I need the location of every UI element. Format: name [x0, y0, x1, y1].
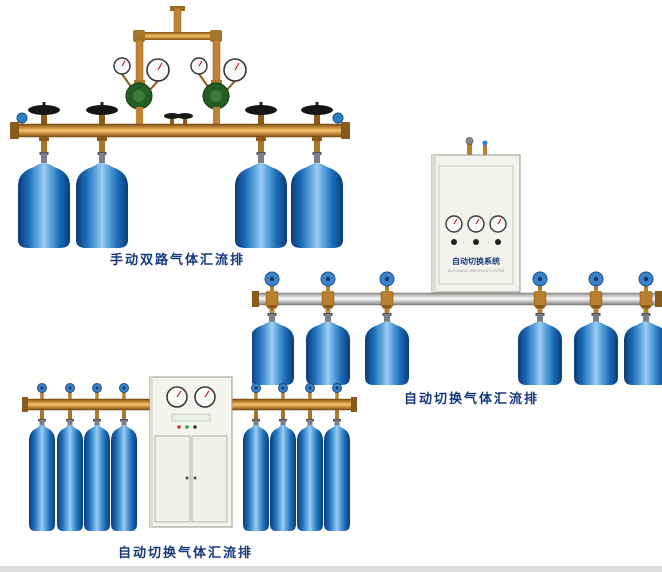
valve-handwheel	[245, 102, 277, 124]
door-handle	[193, 476, 197, 480]
cabinet-title: 自动切换系统	[452, 256, 500, 266]
product-caption-auto-switch-2: 自动切换气体汇流排	[118, 545, 254, 560]
valve-handwheel	[301, 102, 333, 124]
manifold-pipe	[10, 112, 350, 139]
valve-wheel	[264, 271, 280, 292]
shutoff-valves	[28, 102, 333, 124]
indicator-light	[193, 425, 197, 429]
control-knob	[451, 239, 457, 245]
valve-handwheel	[28, 102, 60, 124]
valve-wheel	[92, 383, 102, 399]
valve-wheel	[638, 271, 654, 292]
cylinder-connectors	[267, 305, 651, 315]
gas-cylinder	[297, 419, 323, 531]
valve-wheel	[332, 383, 342, 399]
manual-manifold-illustration	[10, 6, 350, 248]
auto-manifold-illustration: 自动切换系统 AUTOMATIC MANIFOLD SYSTEM	[250, 137, 662, 385]
valve-knob	[164, 113, 180, 124]
gas-cylinder	[324, 419, 350, 531]
gas-cylinder	[18, 152, 70, 248]
end-valve-wheel	[332, 112, 344, 124]
end-valve-wheel	[16, 112, 28, 124]
page-bottom-divider	[0, 566, 662, 572]
product-caption-auto-switch-1: 自动切换气体汇流排	[404, 391, 540, 406]
top-feed-pipe	[133, 6, 222, 85]
product-figure-manual-dual-manifold[interactable]	[8, 6, 352, 255]
gas-cylinder	[365, 313, 409, 385]
valve-wheel	[532, 271, 548, 292]
cylinder-connectors	[40, 410, 339, 420]
product-figure-auto-switch-cabinet[interactable]	[22, 374, 357, 547]
valve-wheel	[65, 383, 75, 399]
valve-wheel	[305, 383, 315, 399]
cabinet-display	[171, 413, 211, 422]
auto-cabinet-illustration	[22, 376, 357, 531]
valve-wheel	[379, 271, 395, 292]
gas-cylinder	[111, 419, 137, 531]
gas-cylinder	[243, 419, 269, 531]
control-knob	[473, 239, 479, 245]
top-fitting-valve	[482, 140, 488, 146]
gas-cylinder	[84, 419, 110, 531]
cabinet-door-left	[154, 435, 191, 523]
gas-cylinder	[29, 419, 55, 531]
valve-wheel	[278, 383, 288, 399]
gas-cylinder	[57, 419, 83, 531]
pressure-regulator-right	[190, 57, 247, 127]
valve-knob	[177, 113, 193, 124]
pressure-regulator-left	[113, 57, 170, 127]
valve-wheel	[37, 383, 47, 399]
indicator-light	[185, 425, 189, 429]
top-fitting-gauge	[465, 137, 474, 145]
control-cabinet	[149, 376, 233, 528]
cylinder-connectors	[39, 137, 322, 153]
gas-cylinder	[574, 313, 618, 385]
control-cabinet: 自动切换系统 AUTOMATIC MANIFOLD SYSTEM	[431, 137, 521, 293]
valve-wheel	[119, 383, 129, 399]
gas-cylinder	[76, 152, 128, 248]
control-knob	[495, 239, 501, 245]
cabinet-door-right	[191, 435, 228, 523]
cabinet-subtitle: AUTOMATIC MANIFOLD SYSTEM	[448, 269, 504, 273]
gas-cylinder	[270, 419, 296, 531]
cylinder-valves	[264, 271, 654, 292]
valve-wheel	[588, 271, 604, 292]
cylinder-valves	[37, 383, 342, 399]
valve-wheel	[320, 271, 336, 292]
product-figure-auto-switch-manifold[interactable]: 自动切换系统 AUTOMATIC MANIFOLD SYSTEM	[250, 136, 662, 391]
valve-wheel	[251, 383, 261, 399]
manifold-pipe	[251, 291, 662, 307]
product-caption-manual-dual: 手动双路气体汇流排	[110, 252, 246, 267]
valve-handwheel	[86, 102, 118, 124]
door-handle	[185, 476, 189, 480]
indicator-light	[177, 425, 181, 429]
gas-cylinder	[518, 313, 562, 385]
gas-cylinder	[624, 313, 662, 385]
